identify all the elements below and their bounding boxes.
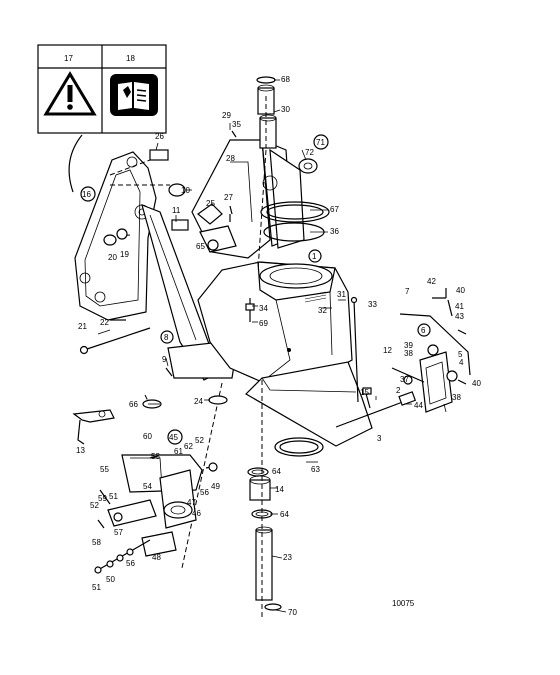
part-label: 26 <box>155 132 164 141</box>
part-label: 33 <box>368 300 377 309</box>
part-label: 40 <box>456 286 465 295</box>
part-label: 64 <box>272 467 281 476</box>
part-label: 44 <box>414 401 423 410</box>
circled-ref-8: 8 <box>164 333 169 342</box>
part-label: 66 <box>129 400 138 409</box>
part-label: 51 <box>92 583 101 592</box>
part-label: 37 <box>400 375 409 384</box>
part-label: 15 <box>360 388 369 397</box>
ring-stack-lower <box>247 437 324 611</box>
part-label: 65 <box>196 242 205 251</box>
washer-24 <box>208 395 228 405</box>
part-label: 22 <box>100 318 109 327</box>
clevis-part <box>72 409 115 445</box>
part-label: 55 <box>100 465 109 474</box>
part-label: 43 <box>455 312 464 321</box>
small-parts-upper-left <box>103 130 237 253</box>
part-label: 70 <box>288 608 297 617</box>
part-label: 34 <box>259 304 268 313</box>
part-label: 53 <box>151 452 160 461</box>
part-label: 3 <box>377 434 382 443</box>
part-number-labels: 68 30 29 35 26 28 72 10 25 27 11 67 20 1… <box>76 75 481 617</box>
part-label: 57 <box>114 528 123 537</box>
part-label: 5 <box>458 350 463 359</box>
part-label: 19 <box>120 250 129 259</box>
part-label: 47 <box>187 498 196 507</box>
circled-ref-16: 16 <box>82 190 91 199</box>
part-label: 56 <box>200 488 209 497</box>
upper-frame <box>191 139 305 259</box>
part-label: 31 <box>337 290 346 299</box>
part-label: 29 <box>222 111 231 120</box>
part-label: 58 <box>92 538 101 547</box>
circled-ref-71: 71 <box>316 138 325 147</box>
part-label: 41 <box>455 302 464 311</box>
part-label: 56 <box>126 559 135 568</box>
part-label: 7 <box>405 287 410 296</box>
part-label: 54 <box>143 482 152 491</box>
part-label: 39 <box>404 341 413 350</box>
circled-ref-6: 6 <box>421 326 426 335</box>
part-label: 32 <box>318 306 327 315</box>
part-label: 2 <box>396 386 401 395</box>
shift-assembly-lower-left <box>94 454 218 574</box>
part-label: 42 <box>427 277 436 286</box>
part-label: 38 <box>404 349 413 358</box>
part-label: 62 <box>184 442 193 451</box>
symbol-legend-box: 17 18 <box>37 44 167 134</box>
part-label: 50 <box>106 575 115 584</box>
part-label: 61 <box>174 447 183 456</box>
circled-reference-callouts: 16 1 71 6 8 45 <box>80 134 431 445</box>
part-label: 38 <box>452 393 461 402</box>
main-housing <box>197 261 353 383</box>
part-label: 20 <box>108 253 117 262</box>
part-label: 67 <box>330 205 339 214</box>
leader-lines <box>97 79 447 613</box>
part-label: 72 <box>305 148 314 157</box>
warning-triangle-icon <box>43 71 97 116</box>
part-label: 27 <box>224 193 233 202</box>
left-bracket <box>74 151 157 321</box>
part-label: 40 <box>472 379 481 388</box>
part-label: 59 <box>98 494 107 503</box>
part-label: 68 <box>281 75 290 84</box>
ring-stack-upper <box>256 76 330 242</box>
part-label: 14 <box>275 485 284 494</box>
circled-ref-1: 1 <box>312 252 317 261</box>
part-label: 28 <box>226 154 235 163</box>
part-label: 51 <box>109 492 118 501</box>
part-label: 63 <box>311 465 320 474</box>
part-label: 46 <box>192 509 201 518</box>
legend-number-18: 18 <box>126 54 135 63</box>
part-label: 69 <box>259 319 268 328</box>
part-label: 64 <box>280 510 289 519</box>
part-label: 21 <box>78 322 87 331</box>
part-label: 48 <box>152 553 161 562</box>
part-label: 25 <box>206 199 215 208</box>
part-label: 13 <box>76 446 85 455</box>
legend-number-17: 17 <box>64 54 73 63</box>
part-label: 11 <box>172 206 181 215</box>
part-label: 36 <box>330 227 339 236</box>
part-label: 60 <box>143 432 152 441</box>
drawing-number: 10075 <box>392 599 415 608</box>
circled-ref-45: 45 <box>169 433 178 442</box>
part-label: 52 <box>195 436 204 445</box>
part-label: 52 <box>90 501 99 510</box>
part-label: 10 <box>181 186 190 195</box>
part-label: 23 <box>283 553 292 562</box>
shift-linkage-right <box>391 288 471 413</box>
part-label: 30 <box>281 105 290 114</box>
part-label: 12 <box>383 346 392 355</box>
part-label: 35 <box>232 120 241 129</box>
part-label: 4 <box>459 358 464 367</box>
bolts <box>79 296 417 428</box>
part-label: 24 <box>194 397 203 406</box>
part-label: 49 <box>211 482 220 491</box>
part-label: 9 <box>162 355 167 364</box>
read-manual-icon <box>110 74 158 116</box>
